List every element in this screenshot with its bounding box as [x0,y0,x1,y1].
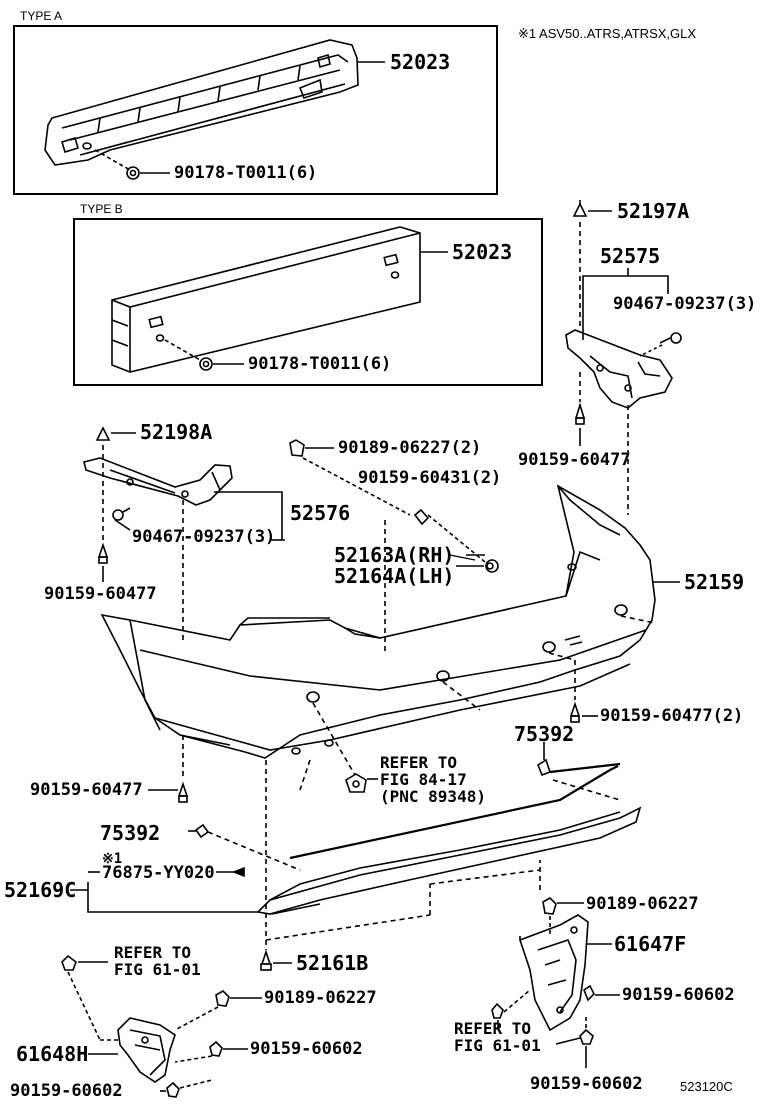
part-label-52161b: 52161B [296,951,369,975]
bumper-retainer-rh [565,329,673,409]
part-label-clip-lh-lower: 90159-60477 [44,584,157,604]
part-label-clip-center: 90159-60431(2) [358,468,502,488]
screw-icon [289,439,305,457]
nut-icon [199,357,213,371]
part-label-61648h: 61648H [16,1042,89,1066]
refer-fig-61-01-left: REFER TO FIG 61-01 [114,943,201,979]
fastener-icon [345,773,367,793]
clip-icon [61,954,77,971]
refer-fig-84-17: REFER TO FIG 84-17 (PNC 89348) [380,753,486,806]
part-label-screw-lh: 90467-09237(3) [132,527,276,547]
clip-icon [95,426,111,441]
clip-icon [166,1081,180,1098]
clip-icon [579,1028,594,1045]
type-a-box [13,25,498,195]
part-label-nut-a: 90178-T0011(6) [174,163,318,183]
part-label-52198a: 52198A [140,420,213,444]
screw-icon [659,332,682,344]
clip-icon [177,781,189,803]
pad-icon [485,559,499,573]
clip-icon [209,1040,223,1057]
part-label-52576: 52576 [290,501,351,525]
clip-icon [97,542,109,564]
part-label-52575: 52575 [600,244,661,268]
part-label-pad-rh: 52163A(RH) [334,543,455,567]
rear-bumper-cover [100,484,656,759]
part-label-screw-center: 90189-06227(2) [338,438,482,458]
part-label-75392-right: 75392 [514,722,575,746]
part-label-61647f: 61647F [614,932,687,956]
part-label-screw-rh: 90467-09237(3) [613,294,757,314]
type-a-label: TYPE A [20,9,63,23]
clip-icon [583,984,595,1002]
part-label-75392-left: 75392 [100,821,161,845]
part-label-clip-spat-rh-lower: 90159-60602 [530,1074,643,1094]
part-label-emblem: 76875-YY020 [102,863,215,883]
clip-icon [194,823,210,839]
reinforcement-type-a [44,39,359,166]
screw-icon [215,990,230,1007]
part-label-clip-bottom-right: 90159-60477(2) [600,706,744,726]
part-label-52197a: 52197A [617,199,690,223]
type-b-box [73,218,543,386]
part-label-clip-spat-rh: 90159-60602 [622,985,735,1005]
mudguard-lh [117,1017,176,1083]
screw-icon [112,507,131,521]
bumper-retainer-lh [83,457,233,506]
part-label-screw-lower-right: 90189-06227 [586,894,699,914]
part-label-52169c: 52169C [4,878,77,902]
lower-bumper-cover [256,806,642,915]
mudguard-rh [518,914,589,1032]
note-mark: ※1 [102,851,123,867]
clip-icon [491,1002,504,1019]
part-label-52159: 52159 [684,570,745,594]
part-label-52023-a: 52023 [390,50,451,74]
applicability-note: ※1 ASV50..ATRS,ATRSX,GLX [518,26,697,41]
part-label-clip-bottom-left: 90159-60477 [30,780,143,800]
screw-icon [542,897,557,915]
part-label-clip-spat-lh-lower: 90159-60602 [10,1081,123,1101]
reinforcement-type-b [111,226,421,373]
part-label-pad-lh: 52164A(LH) [334,564,455,588]
type-b-label: TYPE B [80,202,123,216]
clip-icon [569,701,581,723]
nut-icon [126,166,140,180]
clip-icon [413,508,430,526]
clip-icon [574,402,586,425]
part-label-nut-b: 90178-T0011(6) [248,354,392,374]
refer-fig-61-01-right: REFER TO FIG 61-01 [454,1019,541,1055]
part-label-screw-lower-left: 90189-06227 [264,988,377,1008]
illustration-code: 523120C [680,1079,733,1094]
part-label-52023-b: 52023 [452,240,513,264]
clip-icon [537,758,552,777]
part-label-clip-spat-lh-upper: 90159-60602 [250,1039,363,1059]
part-label-clip-rh-lower: 90159-60477 [518,450,631,470]
clip-icon [260,949,272,971]
clip-icon [572,200,588,217]
